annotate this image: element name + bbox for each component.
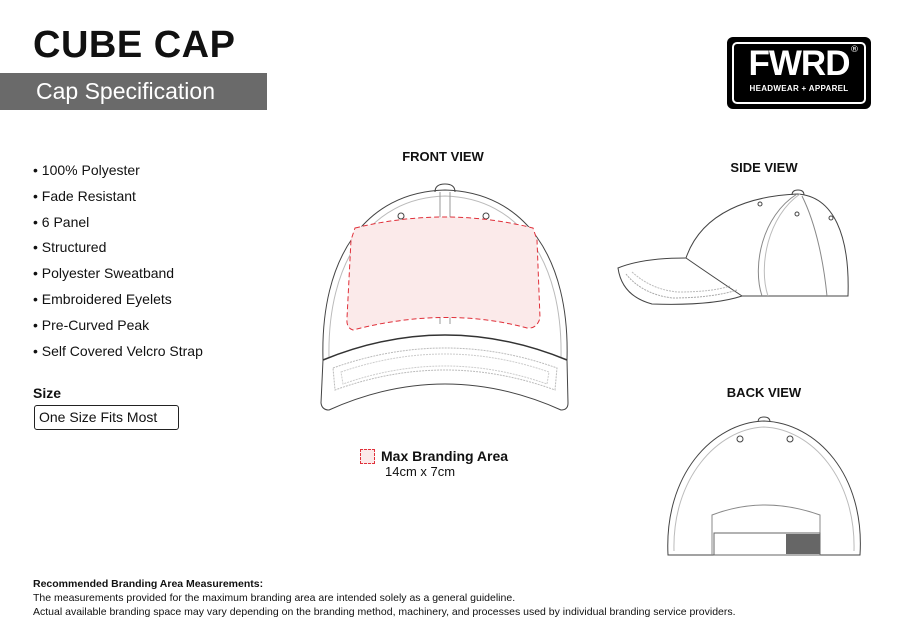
- footer-heading: Recommended Branding Area Measurements:: [33, 578, 264, 590]
- feature-list: • 100% Polyester • Fade Resistant • 6 Pa…: [33, 160, 203, 366]
- feature-item: • Pre-Curved Peak: [33, 316, 150, 333]
- subtitle-bar: Cap Specification: [0, 73, 267, 110]
- feature-item: • 6 Panel: [33, 213, 90, 230]
- footer-line: Actual available branding space may vary…: [33, 606, 736, 618]
- footer-note: Recommended Branding Area Measurements: …: [33, 577, 736, 619]
- logo-tagline: HEADWEAR + APPAREL: [749, 84, 849, 93]
- feature-item: • Structured: [33, 239, 107, 256]
- branding-area-dimensions: 14cm x 7cm: [385, 464, 456, 479]
- feature-item: • Embroidered Eyelets: [33, 290, 172, 307]
- branding-area-label: Max Branding Area: [381, 448, 509, 464]
- feature-item: • 100% Polyester: [33, 162, 140, 178]
- branding-area-swatch: [360, 449, 375, 464]
- logo-text: FWRD: [748, 44, 851, 83]
- feature-item: • Polyester Sweatband: [33, 265, 175, 282]
- back-cap-drawing: [667, 416, 861, 556]
- page-title: CUBE CAP: [33, 24, 236, 66]
- side-cap-drawing: [617, 189, 849, 305]
- side-view-label: SIDE VIEW: [730, 160, 798, 175]
- size-value: One Size Fits Most: [34, 405, 179, 430]
- feature-item: • Fade Resistant: [33, 187, 136, 204]
- front-view-label: FRONT VIEW: [402, 149, 484, 164]
- feature-item: • Self Covered Velcro Strap: [33, 342, 203, 359]
- registered-mark: ®: [850, 45, 859, 55]
- size-label: Size: [33, 385, 62, 401]
- front-cap-drawing: [320, 183, 569, 411]
- back-view-label: BACK VIEW: [726, 385, 802, 400]
- footer-line: The measurements provided for the maximu…: [33, 592, 516, 604]
